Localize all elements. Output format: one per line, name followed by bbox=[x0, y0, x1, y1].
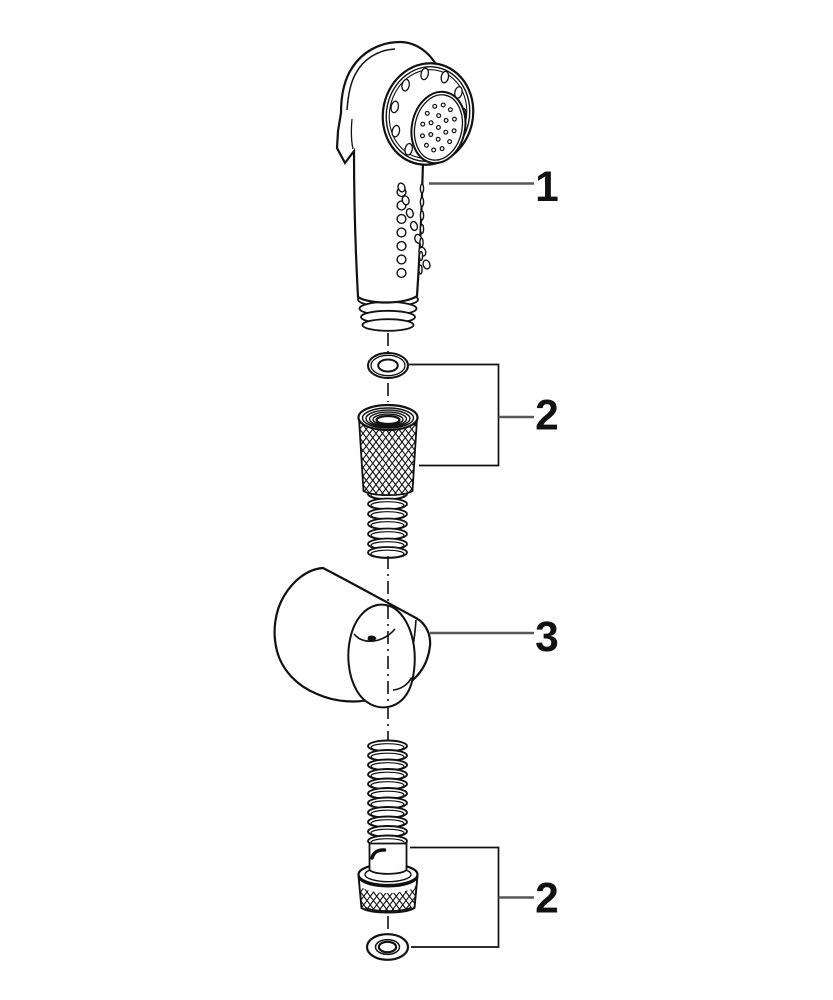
hose-ribs bbox=[367, 739, 408, 848]
shower-clip-line bbox=[350, 118, 354, 150]
hose-nut-drawing bbox=[357, 842, 419, 914]
hose-tail bbox=[368, 842, 408, 875]
holder-cradle-notch bbox=[392, 677, 413, 691]
callout-2-bottom: 2 bbox=[410, 846, 559, 948]
handle-perforations bbox=[396, 182, 431, 279]
wall-holder-drawing bbox=[273, 566, 432, 709]
callout-2-bottom-bracket bbox=[410, 846, 500, 948]
callout-2-top-bracket bbox=[409, 363, 500, 467]
callout-3: 3 bbox=[430, 614, 559, 661]
spray-nozzle-dots bbox=[419, 102, 457, 153]
holder-hook-inner-curve bbox=[353, 628, 396, 643]
shower-shell-inner-line bbox=[346, 48, 396, 111]
sealing-washer-top-drawing bbox=[367, 352, 409, 379]
hose-nut-bottom-edge bbox=[364, 906, 412, 912]
holder-hook-tip bbox=[367, 635, 377, 641]
callout-1: 1 bbox=[429, 164, 559, 211]
holder-hook bbox=[347, 603, 416, 709]
callout-2-bottom-label: 2 bbox=[535, 876, 559, 923]
shower-spray-face bbox=[381, 62, 475, 166]
sealing-washer-bottom-drawing bbox=[365, 933, 410, 961]
callout-3-label: 3 bbox=[535, 614, 559, 661]
shower-hose-drawing bbox=[367, 739, 408, 848]
nut-hose-ribs bbox=[367, 487, 408, 559]
hand-shower-drawing bbox=[335, 40, 475, 332]
nut-inner-threads bbox=[361, 407, 415, 429]
nut-knurl-hatch bbox=[359, 421, 417, 495]
callout-2-top: 2 bbox=[409, 363, 559, 467]
callout-2-top-label: 2 bbox=[535, 393, 559, 440]
coupling-nut-drawing bbox=[357, 403, 419, 559]
callout-1-label: 1 bbox=[535, 164, 559, 211]
hose-tail-mark bbox=[370, 848, 387, 860]
